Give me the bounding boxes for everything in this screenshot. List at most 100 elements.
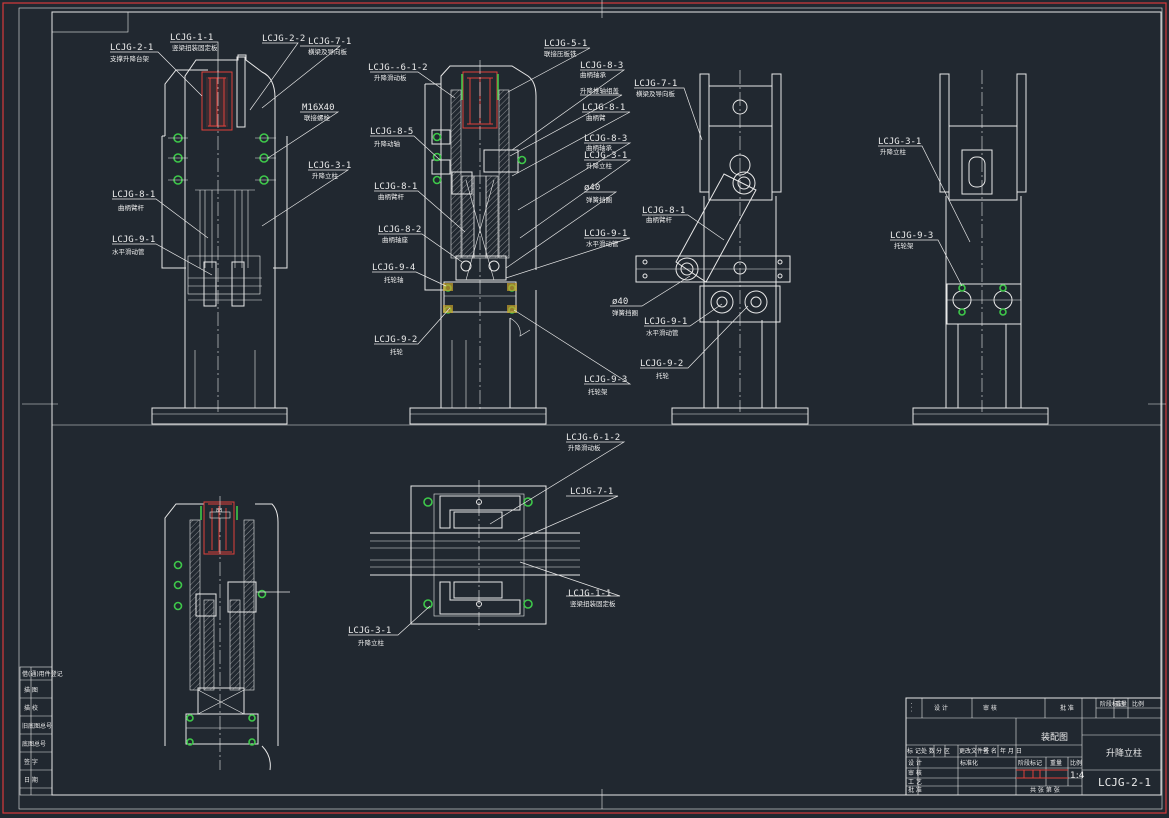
tb-row: 标准化 [960, 759, 978, 767]
front-view-leaders [110, 41, 350, 276]
part-label-sub: 升降滑动板 [568, 443, 601, 452]
tb-row: 设 计 [908, 759, 922, 767]
part-label-code: LCJG-8-2 [378, 225, 421, 235]
part-label-sub: 曲柄轴承 [586, 143, 613, 152]
drawing-code: LCJG-2-1 [1098, 776, 1151, 789]
rear-view[interactable] [912, 70, 1049, 425]
part-label-sub: 曲柄轴承 [580, 70, 607, 79]
part-label-sub: 托轮架 [588, 387, 608, 396]
lower-section-view[interactable] [164, 496, 279, 771]
part-label-sub: 升降立柱 [880, 147, 907, 156]
rear-view-leaders [878, 145, 971, 287]
part-label-code: LCJG-8-3 [580, 61, 623, 71]
part-label-sub: 水平滑动管 [646, 328, 679, 337]
part-label-sub: 竖梁扭装固定板 [570, 599, 616, 608]
title-block: · · · 设 计 审 核 批 准 阶段标记 重量 比例 装配图 升降立柱 LC… [905, 697, 1162, 796]
left-stamp-column: 借(通)用件登记 描 图 描 校 旧底图总号 底图总号 签 字 日 期 [19, 666, 63, 796]
part-label-code: LCJG-7-1 [634, 79, 677, 89]
part-label-code: LCJG-7-1 [570, 487, 613, 497]
part-label-sub: 弹簧挡圈 [612, 308, 638, 317]
side-view-crank-leaders [610, 87, 749, 369]
part-label-sub: 曲柄臂 [586, 113, 606, 122]
part-label-code: LCJG-8-1 [642, 206, 685, 216]
part-label-code: LCJG-8-5 [370, 127, 413, 137]
tb-cell: 批 准 [1060, 704, 1074, 712]
part-label-sub: 支撑升降台架 [110, 54, 150, 63]
tb-row: 批 准 [908, 786, 922, 794]
tb-cell: 比例 [1132, 700, 1144, 708]
stamp-row: 签 字 [24, 758, 38, 766]
stamp-row: 旧底图总号 [22, 722, 52, 730]
part-label-code: LCJG-9-3 [584, 375, 627, 385]
drawing-type: 装配图 [1041, 731, 1068, 743]
drawing-scale: 1:4 [1070, 771, 1085, 781]
part-label-code: LCJG-1-1 [170, 33, 213, 43]
stamp-row: 描 校 [24, 704, 38, 712]
part-label-sub: 托轮 [656, 371, 670, 380]
part-label-code: LCJG-2-1 [110, 43, 153, 53]
part-label-sub: 托轮轴 [384, 275, 404, 284]
part-label-code: LCJG-6-1-2 [566, 433, 620, 443]
part-label-code: LCJG-8-3 [584, 134, 627, 144]
part-label-code: LCJG-9-4 [372, 263, 415, 273]
part-label-sub: 升降立柱 [312, 171, 339, 180]
tb-label: 重量 [1050, 759, 1062, 767]
part-label-code: LCJG-3-1 [584, 151, 627, 161]
part-label-sub: 水平滑动管 [586, 239, 619, 248]
part-label-sub: 曲柄臂杆 [118, 203, 145, 212]
stamp-row: 日 期 [24, 776, 38, 784]
part-label-sub: 竖梁扭装固定板 [172, 43, 218, 52]
part-label-code: LCJG-5-1 [544, 39, 587, 49]
tb-row: 工 艺 [908, 778, 922, 786]
tb-label: 比例 [1070, 759, 1082, 767]
section-view-leaders [370, 47, 632, 385]
part-label-code: LCJG-9-1 [644, 317, 687, 327]
stamp-row: 借(通)用件登记 [22, 670, 63, 678]
part-label-code: LCJG--6-1-2 [368, 63, 428, 73]
part-label-code: LCJG-8-1 [582, 103, 625, 113]
stamp-row: 描 图 [24, 686, 38, 694]
part-label-sub: 水平滑动管 [112, 247, 145, 256]
part-label-code: LCJG-3-1 [878, 137, 921, 147]
part-label-code: M16X40 [302, 103, 335, 113]
part-label-sub: 横梁及导向板 [308, 47, 348, 56]
part-label-code: LCJG-9-1 [584, 229, 627, 239]
tb-header: 签 名 [983, 747, 997, 755]
part-label-sub: 托轮架 [894, 241, 914, 250]
front-view[interactable] [151, 54, 288, 425]
tb-row: 审 核 [908, 769, 922, 777]
part-label-code: LCJG-8-1 [374, 182, 417, 192]
drawing-name: 升降立柱 [1106, 747, 1142, 759]
part-label-sub: 升降推轴组盖 [580, 86, 620, 95]
part-label-code: LCJG-3-1 [348, 626, 391, 636]
part-label-sub: 曲柄轴座 [382, 235, 409, 244]
part-label-sub: 升降立柱 [358, 638, 385, 647]
part-label-code: LCJG-3-1 [308, 161, 351, 171]
dimension-88: 88 [216, 508, 222, 514]
tb-header: 年 月 日 [1000, 747, 1022, 755]
part-label-code: ø40 [584, 183, 600, 193]
lower-views-leaders [256, 441, 626, 636]
part-label-sub: 联接螺栓 [304, 113, 331, 122]
part-label-code: LCJG-1-1 [568, 589, 611, 599]
part-label-code: ø40 [612, 297, 628, 307]
part-labels: LCJG-1-1 竖梁扭装固定板 LCJG-2-2 LCJG-2-1 支撑升降台… [110, 33, 933, 647]
tb-cell: 审 核 [983, 704, 997, 712]
part-label-sub: 联接压板铁 [544, 49, 577, 58]
tb-header: 处 数 [921, 747, 935, 755]
part-label-code: LCJG-7-1 [308, 37, 351, 47]
tb-cell: 设 计 [934, 704, 948, 712]
part-label-sub: 横梁及导向板 [636, 89, 676, 98]
part-label-sub: 升降动轴 [374, 139, 401, 148]
part-label-code: LCJG-9-1 [112, 235, 155, 245]
part-label-sub: 托轮 [390, 347, 404, 356]
part-label-sub: 曲柄臂杆 [378, 192, 405, 201]
part-label-code: LCJG-9-3 [890, 231, 933, 241]
side-view-crank[interactable] [635, 70, 809, 425]
tb-cell: 重量 [1115, 700, 1127, 708]
section-view[interactable] [409, 60, 547, 425]
tb-cell: · · · [909, 702, 916, 712]
top-view[interactable] [370, 480, 580, 630]
